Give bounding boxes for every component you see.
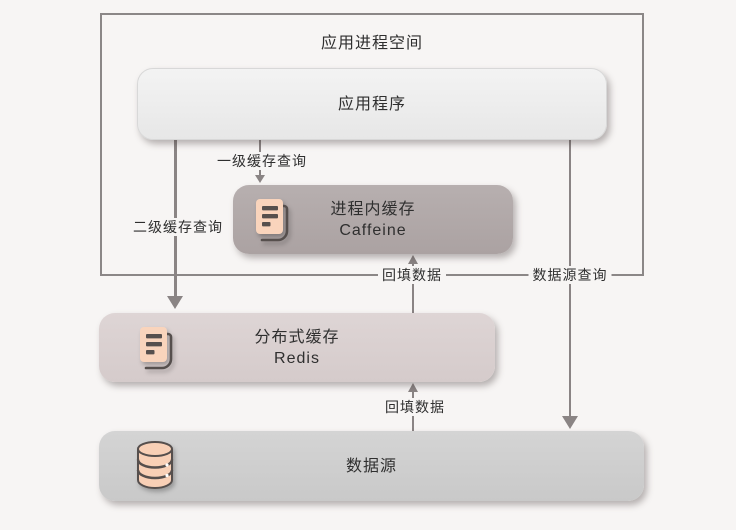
node-redis-subtitle: Redis	[274, 349, 320, 367]
node-datasource-label: 数据源	[345, 457, 397, 475]
node-datasource: 数据源	[99, 431, 644, 501]
node-redis-cache: 分布式缓存 Redis	[99, 313, 495, 382]
edge-datasource-query-arrowhead	[562, 416, 578, 429]
process-space-title: 应用进程空间	[320, 35, 423, 52]
node-caffeine-title: 进程内缓存	[330, 200, 416, 218]
edge-backfill-redis-label: 回填数据	[381, 398, 449, 416]
edge-level1-query-label: 一级缓存查询	[213, 152, 311, 170]
process-space-group: 应用进程空间	[100, 13, 644, 276]
document-icon	[251, 197, 295, 243]
edge-level1-query-arrowhead	[255, 175, 265, 183]
edge-backfill-redis-arrowhead	[408, 383, 418, 392]
document-icon	[135, 325, 179, 371]
database-icon	[131, 440, 179, 492]
edge-level2-query-label: 二级缓存查询	[129, 218, 227, 236]
node-application-label: 应用程序	[337, 95, 406, 113]
edge-backfill-caffeine-line	[412, 263, 414, 313]
edge-level2-query-arrowhead	[167, 296, 183, 309]
edge-level2-query-line	[174, 138, 177, 297]
node-caffeine-subtitle: Caffeine	[339, 221, 407, 239]
node-caffeine-cache: 进程内缓存 Caffeine	[233, 185, 513, 254]
edge-backfill-caffeine-label: 回填数据	[378, 266, 446, 284]
edge-datasource-query-label: 数据源查询	[528, 266, 612, 284]
edge-backfill-caffeine-arrowhead	[408, 255, 418, 264]
node-application: 应用程序	[137, 68, 607, 140]
node-redis-title: 分布式缓存	[254, 328, 340, 346]
